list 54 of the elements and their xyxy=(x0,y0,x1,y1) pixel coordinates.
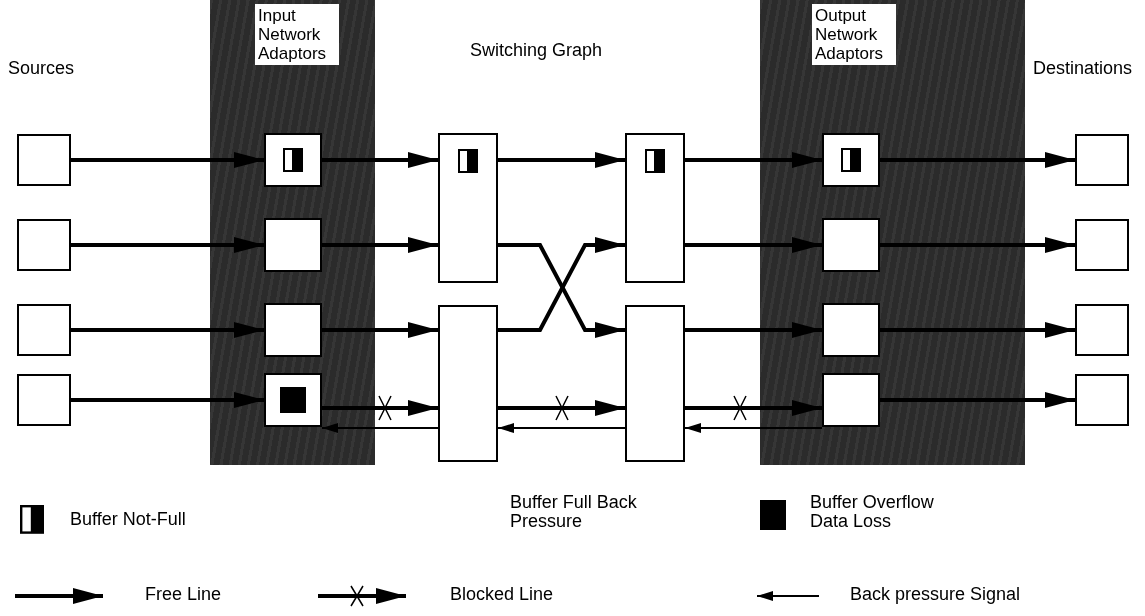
band-heading: Input Network Adaptors xyxy=(255,4,339,65)
signal-arrow xyxy=(322,152,438,168)
switch-box xyxy=(625,133,685,283)
signal-arrow xyxy=(880,392,1075,408)
buffer-box xyxy=(264,303,322,357)
legend-text: Buffer Not-Full xyxy=(70,510,187,529)
buffer-box xyxy=(1075,374,1129,426)
signal-arrow xyxy=(880,237,1075,253)
buffer-box xyxy=(822,133,880,187)
column-heading: Sources xyxy=(8,58,75,79)
legend-text: Free Line xyxy=(145,585,223,604)
buffer-box xyxy=(17,219,71,271)
legend-text: Buffer Full Back Pressure xyxy=(510,493,638,531)
switch-box xyxy=(438,305,498,462)
band-heading: Output Network Adaptors xyxy=(812,4,896,65)
buffer-box xyxy=(264,373,322,427)
buffer-box xyxy=(17,304,71,356)
switch-box xyxy=(438,133,498,283)
buffer-box xyxy=(17,134,71,186)
buffer-box xyxy=(264,133,322,187)
buffer-box xyxy=(1075,304,1129,356)
buffer-box xyxy=(822,373,880,427)
signal-arrow xyxy=(71,237,264,253)
buffer-box xyxy=(822,218,880,272)
back-pressure-arrow xyxy=(684,423,823,433)
signal-arrow xyxy=(685,322,822,338)
signal-arrow xyxy=(71,152,264,168)
signal-arrow xyxy=(498,400,625,416)
buffer-box xyxy=(1075,134,1129,186)
legend-text: Back pressure Signal xyxy=(850,585,1022,604)
adaptor-band xyxy=(210,0,375,465)
legend-text: Buffer Overflow Data Loss xyxy=(810,493,935,531)
signal-arrow xyxy=(322,400,438,416)
signal-arrow xyxy=(685,152,822,168)
signal-arrow xyxy=(685,400,822,416)
buffer-box xyxy=(1075,219,1129,271)
adaptor-band xyxy=(760,0,1025,465)
signal-arrow xyxy=(880,152,1075,168)
column-heading: Destinations xyxy=(1033,58,1133,79)
signal-arrow xyxy=(322,237,438,253)
switch-box xyxy=(625,305,685,462)
signal-arrow xyxy=(498,152,625,168)
buffer-box xyxy=(17,374,71,426)
column-heading: Switching Graph xyxy=(470,40,603,61)
signal-arrow xyxy=(71,322,264,338)
buffer-box xyxy=(264,218,322,272)
signal-arrow xyxy=(322,322,438,338)
signal-arrow xyxy=(685,237,822,253)
back-pressure-arrow xyxy=(497,423,626,433)
back-pressure-arrow xyxy=(321,423,439,433)
legend-text: Blocked Line xyxy=(450,585,555,604)
buffer-box xyxy=(822,303,880,357)
signal-arrow xyxy=(880,322,1075,338)
signal-arrow xyxy=(71,392,264,408)
